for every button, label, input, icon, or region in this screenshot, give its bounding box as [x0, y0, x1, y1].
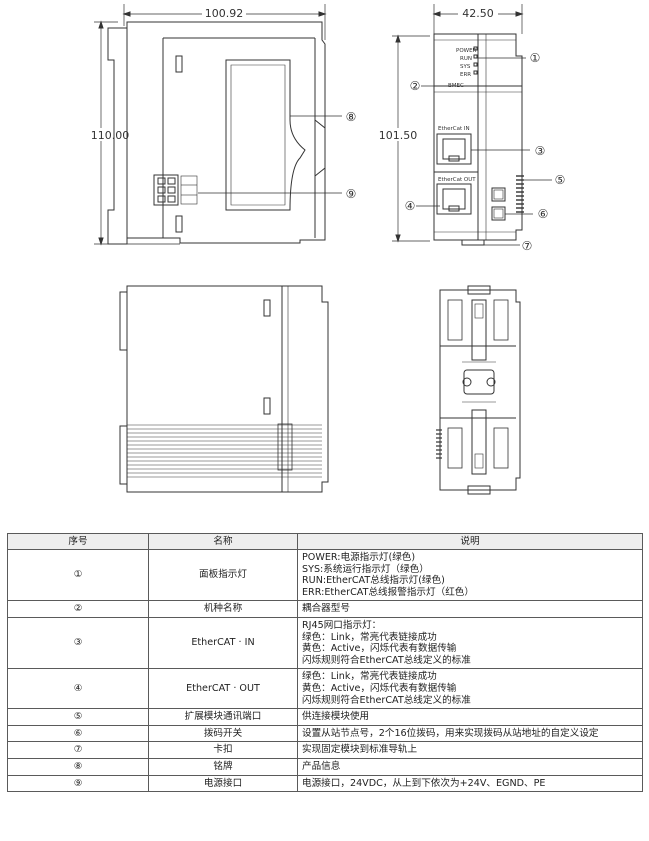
row-name: 扩展模块通讯端口 — [148, 708, 298, 726]
led-label-sys: SYS — [460, 64, 471, 70]
row-number: ② — [7, 600, 149, 618]
row-description: 绿色：Link，常亮代表链接成功黄色：Active，闪烁代表有数据传输闪烁规则符… — [297, 668, 643, 710]
callout-5: ⑤ — [555, 173, 566, 187]
row-name: EtherCAT · IN — [148, 616, 298, 670]
description-line: 闪烁规则符合EtherCAT总线定义的标准 — [302, 694, 471, 706]
led-label-err: ERR — [460, 72, 471, 78]
row-description: 实现固定模块到标准导轨上 — [297, 741, 643, 759]
front-width-dimension: 42.50 — [462, 7, 494, 20]
row-name: 面板指示灯 — [148, 548, 298, 602]
row-description: 电源接口，24VDC，从上到下依次为+24V、EGND、PE — [297, 774, 643, 793]
table-header-row: 序号 名称 说明 — [7, 533, 643, 550]
callout-8: ⑧ — [346, 110, 357, 124]
callout-3: ③ — [535, 144, 546, 158]
technical-drawing: 100.92 110.00 — [91, 4, 566, 495]
top-view — [119, 285, 329, 493]
description-line: 供连接模块使用 — [302, 711, 370, 723]
description-line: RUN:EtherCAT总线指示灯(绿色) — [302, 575, 445, 587]
front-view: 42.50 101.50 POWER RUN SYS ERR BMEC Ethe… — [376, 4, 552, 246]
row-number: ⑧ — [7, 757, 149, 776]
row-name: 铭牌 — [148, 757, 298, 776]
row-name: 拨码开关 — [148, 724, 298, 743]
row-number: ⑦ — [7, 741, 149, 759]
height-dimension: 110.00 — [91, 129, 130, 142]
description-line: 黄色：Active，闪烁代表有数据传输 — [302, 643, 457, 655]
description-line: 实现固定模块到标准导轨上 — [302, 744, 418, 756]
row-name: 电源接口 — [148, 774, 298, 793]
row-name: 卡扣 — [148, 741, 298, 759]
row-number: ⑤ — [7, 708, 149, 726]
description-line: 耦合器型号 — [302, 603, 350, 615]
row-name: 机种名称 — [148, 600, 298, 618]
description-line: 绿色：Link，常亮代表链接成功 — [302, 631, 437, 643]
row-description: 供连接模块使用 — [297, 708, 643, 726]
row-name: EtherCAT · OUT — [148, 668, 298, 710]
callout-1: ① — [530, 51, 541, 65]
side-view: 100.92 110.00 — [91, 4, 342, 246]
row-description: RJ45网口指示灯：绿色：Link，常亮代表链接成功黄色：Active，闪烁代表… — [297, 616, 643, 670]
rear-view — [436, 285, 521, 495]
header-desc: 说明 — [297, 533, 643, 550]
description-line: ERR:EtherCAT总线报警指示灯（红色） — [302, 586, 474, 598]
description-line: 电源接口，24VDC，从上到下依次为+24V、EGND、PE — [302, 777, 546, 789]
ethercat-out-label: EtherCat OUT — [438, 177, 476, 183]
description-line: 闪烁规则符合EtherCAT总线定义的标准 — [302, 654, 471, 666]
description-line: 设置从站节点号，2个16位拨码，用来实现拨码从站地址的自定义设定 — [302, 727, 599, 739]
header-no: 序号 — [7, 533, 149, 550]
led-label-run: RUN — [460, 56, 472, 62]
row-description: 产品信息 — [297, 757, 643, 776]
callout-6: ⑥ — [538, 207, 549, 221]
callout-2: ② — [410, 79, 421, 93]
row-description: POWER:电源指示灯(绿色)SYS:系统运行指示灯（绿色）RUN:EtherC… — [297, 548, 643, 602]
row-number: ④ — [7, 668, 149, 710]
header-name: 名称 — [148, 533, 298, 550]
callout-4: ④ — [405, 199, 416, 213]
description-line: RJ45网口指示灯： — [302, 619, 382, 631]
description-line: 绿色：Link，常亮代表链接成功 — [302, 671, 437, 683]
row-number: ① — [7, 548, 149, 602]
model-label: BMEC — [448, 83, 464, 89]
callout-7: ⑦ — [522, 239, 533, 253]
front-height-dimension: 101.50 — [379, 129, 418, 142]
description-line: POWER:电源指示灯(绿色) — [302, 552, 416, 563]
row-number: ⑨ — [7, 774, 149, 793]
callout-9: ⑨ — [346, 187, 357, 201]
width-dimension: 100.92 — [205, 7, 244, 20]
row-description: 耦合器型号 — [297, 600, 643, 618]
led-label-power: POWER — [456, 48, 477, 54]
row-number: ③ — [7, 616, 149, 670]
ethercat-in-label: EtherCat IN — [438, 126, 470, 132]
row-number: ⑥ — [7, 724, 149, 743]
description-line: SYS:系统运行指示灯（绿色） — [302, 563, 429, 575]
row-description: 设置从站节点号，2个16位拨码，用来实现拨码从站地址的自定义设定 — [297, 724, 643, 743]
description-line: 产品信息 — [302, 760, 341, 772]
description-line: 黄色：Active，闪烁代表有数据传输 — [302, 682, 457, 694]
